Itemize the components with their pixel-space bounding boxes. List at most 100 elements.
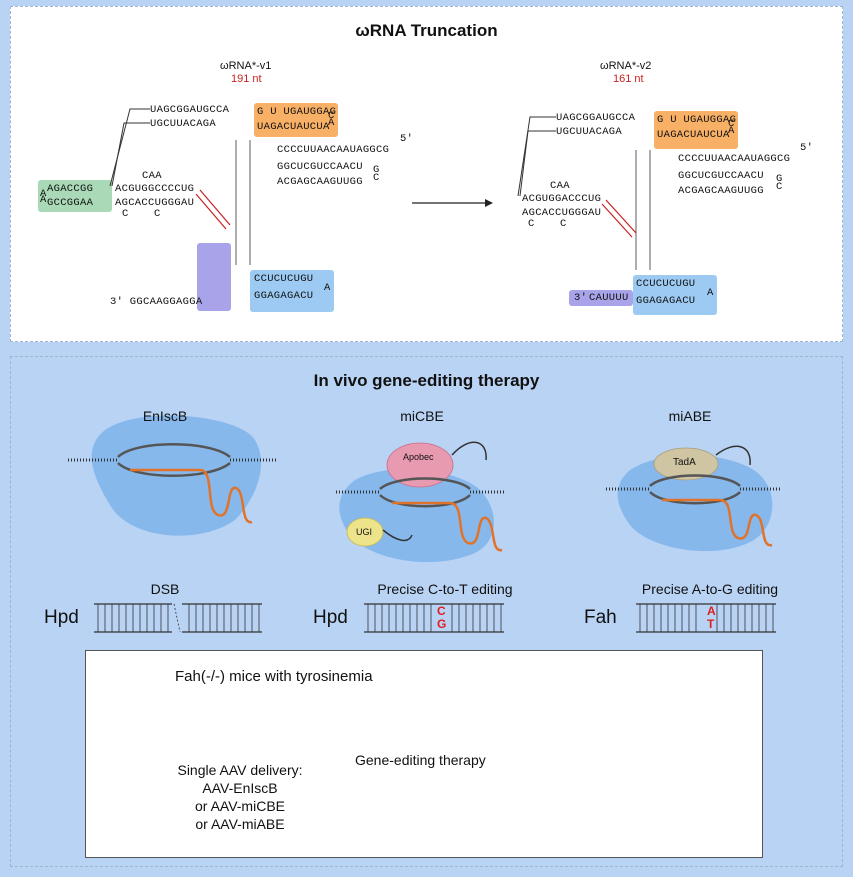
v2-pk-line-2 <box>601 203 633 238</box>
gene-hpd-dsb: Hpd <box>44 607 79 628</box>
micbe-complex <box>336 441 505 563</box>
miabe-complex <box>606 445 780 552</box>
mice-therapy-box <box>85 650 763 858</box>
gene-hpd-cbe: Hpd <box>313 607 348 628</box>
enisc-b-rna <box>130 468 253 524</box>
v2-left-upper: ACGUGGACCCUG <box>522 193 602 205</box>
v1-left-lower: AGCACCUGGGAU <box>115 197 195 209</box>
miabe-label: miABE <box>668 408 712 424</box>
truncation-arrowhead <box>485 199 493 207</box>
v2-orange-lower: UAGACUAUCUA <box>657 129 730 141</box>
delivery-line-1: Single AAV delivery: <box>177 762 303 778</box>
v1-top-upper: UAGCGGAUGCCA <box>150 104 230 116</box>
tada-label: TadA <box>673 457 696 468</box>
therapy-arrow-label: Gene-editing therapy <box>355 752 486 768</box>
v2-purple-highlight <box>569 290 633 306</box>
v2-outer-line-top <box>517 116 556 197</box>
v1-purple-highlight <box>197 243 231 311</box>
v1-name: ωRNA*-v1 <box>220 60 272 72</box>
v2-blue-upper: CCUCUCUGU <box>636 278 696 290</box>
v1-green-lower: GCCGGAA <box>47 197 94 209</box>
truncation-panel: ωRNA Truncation <box>10 6 843 342</box>
v2-right-c: C <box>776 181 783 193</box>
c-to-t-label: Precise C-to-T editing <box>377 581 513 597</box>
v1-orange-a: A <box>328 117 335 129</box>
v2-left-lower: AGCACCUGGGAU <box>522 207 602 219</box>
v1-blue-lower: GGAGAGACU <box>254 290 314 302</box>
v2-right-3: ACGAGCAAGUUGG <box>678 185 764 197</box>
mice-title: Fah(-/-) mice with tyrosinemia <box>175 668 373 685</box>
dna-rungs <box>97 604 774 632</box>
v2-blue-lower: GGAGAGACU <box>636 295 696 307</box>
apobec-domain <box>386 442 454 488</box>
truncation-title: ωRNA Truncation <box>355 21 498 40</box>
therapy-panel: In vivo gene-editing therapy <box>10 356 843 867</box>
ugi-linker <box>382 529 413 542</box>
v2-three-prime: 3' <box>574 292 588 304</box>
miabe-rna <box>662 498 773 547</box>
v2-orange-a: A <box>728 125 735 137</box>
v1-right-g: G <box>373 164 380 176</box>
v2-blue-highlight <box>633 275 717 315</box>
tada-linker <box>715 445 751 466</box>
v1-outer-line-top <box>109 108 150 187</box>
v1-orange-highlight <box>254 103 338 137</box>
v2-name: ωRNA*-v2 <box>600 60 652 72</box>
v1-green-a1: A <box>40 188 47 200</box>
v1-green-upper: AGACCGG <box>47 183 94 195</box>
v2-top-lower: UGCUUACAGA <box>556 126 623 138</box>
abe-edit-base-top: A <box>707 604 716 618</box>
v2-blue-a: A <box>707 287 714 299</box>
v1-three-prime: 3' GGCAAGGAGGA <box>110 296 203 308</box>
micbe-dna-top <box>379 477 471 490</box>
therapy-title: In vivo gene-editing therapy <box>313 371 540 390</box>
cbe-edit-base-bottom: G <box>437 617 447 631</box>
miabe-dna-bottom <box>649 491 741 505</box>
v1-pk-line-2 <box>195 193 227 230</box>
v1-left-c1: C <box>122 208 129 220</box>
miabe-dna-top <box>649 474 741 487</box>
v1-orange-c: C <box>328 110 335 122</box>
delivery-line-4: or AAV-miABE <box>195 816 285 832</box>
v1-orange-upper: G U UGAUGGAG <box>257 106 337 118</box>
v1-right-1: CCCCUUAACAAUAGGCG <box>277 144 390 156</box>
tada-domain <box>653 447 719 481</box>
v2-left-c1: C <box>528 218 535 230</box>
delivery-line-2: AAV-EnIscB <box>202 780 278 796</box>
v2-five-prime: 5' <box>800 142 814 154</box>
ugi-domain <box>346 517 384 547</box>
apobec-linker <box>451 441 487 461</box>
v1-top-lower: UGCUUACAGA <box>150 118 217 130</box>
v1-blue-a: A <box>324 282 331 294</box>
micbe-label: miCBE <box>400 408 444 424</box>
enisc-b-dna-top <box>117 443 231 459</box>
v1-green-highlight <box>38 180 112 212</box>
v1-five-prime: 5' <box>400 133 414 145</box>
delivery-line-3: or AAV-miCBE <box>195 798 285 814</box>
v2-right-g: G <box>776 173 783 185</box>
v1-green-a2: A <box>40 194 47 206</box>
micbe-dna-bottom <box>379 494 471 508</box>
abe-edit-base-bottom: T <box>707 617 715 631</box>
v1-caa: CAA <box>142 170 162 182</box>
micbe-rna <box>392 501 503 552</box>
v1-right-2: GGCUCGUCCAACU <box>277 161 363 173</box>
v2-orange-upper: G U UGAUGGAG <box>657 114 737 126</box>
enisc-b-complex <box>68 415 278 536</box>
v1-orange-lower: UAGACUAUCUA <box>257 121 330 133</box>
v1-left-upper: ACGUGGCCCCUG <box>115 183 195 195</box>
v1-outer-line-bottom <box>111 122 150 187</box>
enisc-b-label: EnIscB <box>142 408 188 424</box>
v2-outer-line-bottom <box>519 130 556 197</box>
v1-blue-highlight <box>250 270 334 312</box>
a-to-g-label: Precise A-to-G editing <box>641 581 779 597</box>
ugi-label: UGI <box>356 527 373 537</box>
abe-dna <box>636 603 776 633</box>
cbe-dna <box>364 603 504 633</box>
v2-pk-line <box>605 199 637 234</box>
v1-blue-upper: CCUCUCUGU <box>254 273 314 285</box>
gene-fah-abe: Fah <box>584 607 617 628</box>
v2-orange-c: C <box>728 118 735 130</box>
enisc-b-dna-bottom <box>117 461 231 477</box>
v2-length: 161 nt <box>613 73 644 85</box>
